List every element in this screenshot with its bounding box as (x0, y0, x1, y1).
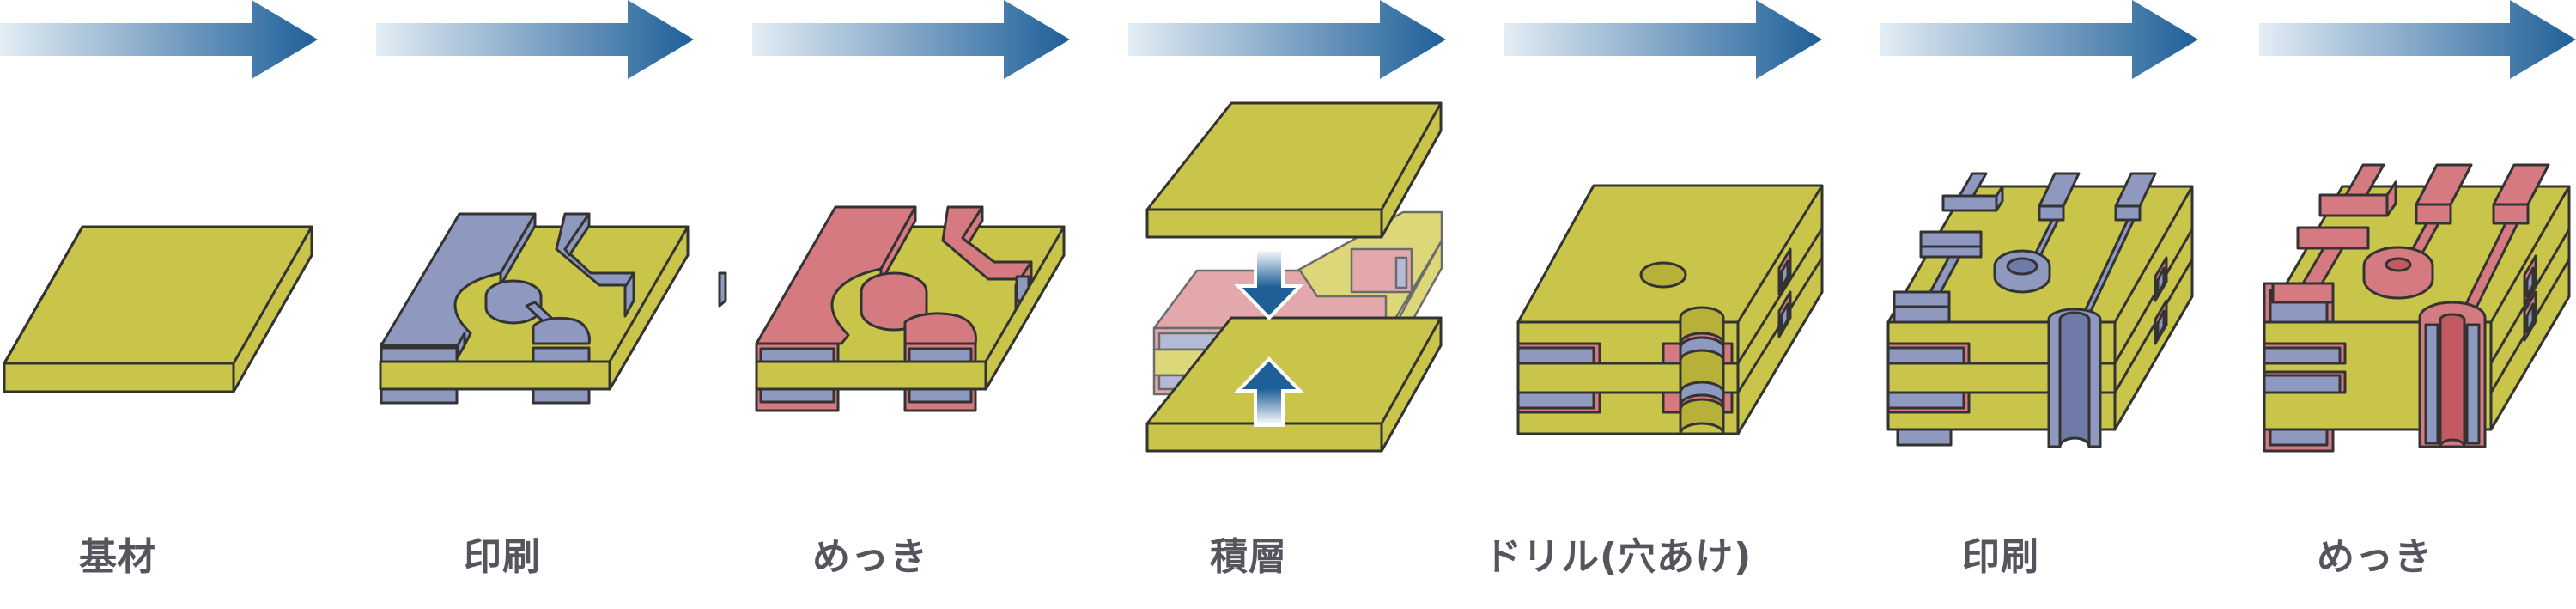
printed-circuit-pattern-icon (379, 212, 727, 405)
step-label: めっき (2317, 535, 2433, 579)
drilled-multilayer-board-icon (1516, 184, 1824, 435)
process-step-printing: 印刷 (376, 0, 752, 609)
step-label: 基材 (79, 535, 156, 579)
process-arrow (1504, 0, 1822, 79)
press-up-arrow-icon (1234, 356, 1304, 427)
process-arrow (1128, 0, 1446, 79)
process-step-outer-printing: 印刷 (1880, 0, 2257, 609)
lamination-press-icon (1145, 101, 1443, 453)
press-down-arrow-icon (1234, 247, 1304, 320)
step-label: 印刷 (1962, 535, 2039, 579)
step-label: めっき (812, 535, 928, 579)
process-step-substrate: 基材 (0, 0, 376, 609)
substrate-slab-icon (3, 225, 313, 393)
step-label: 積層 (1210, 535, 1287, 579)
process-arrow (0, 0, 318, 79)
process-step-drilling: ドリル(穴あけ) (1484, 0, 1880, 609)
plated-through-hole-board-icon (2263, 163, 2571, 453)
process-step-final-plating: めっき (2257, 0, 2576, 609)
process-arrow (752, 0, 1070, 79)
process-arrow (2259, 0, 2576, 79)
process-arrow (376, 0, 694, 79)
plated-circuit-pattern-icon (755, 205, 1066, 412)
process-step-plating: めっき (752, 0, 1128, 609)
process-arrow (1880, 0, 2198, 79)
process-step-lamination: 積層 (1128, 0, 1504, 609)
step-label: 印刷 (464, 535, 541, 579)
step-label: ドリル(穴あけ) (1484, 535, 1753, 579)
outer-layer-pattern-icon (1886, 172, 2194, 448)
